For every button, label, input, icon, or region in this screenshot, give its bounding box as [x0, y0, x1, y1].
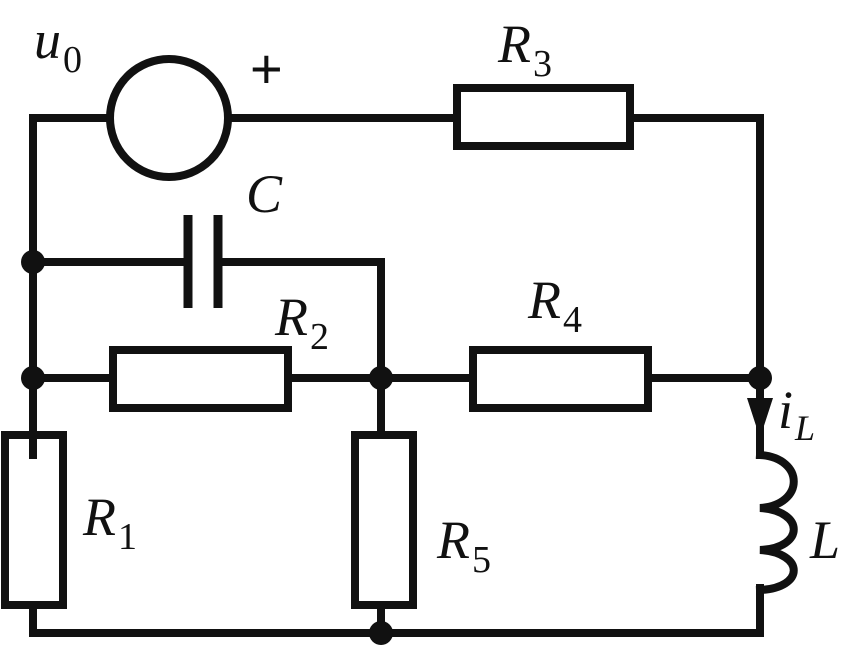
resistor-r2 [109, 346, 292, 412]
label-l: L [809, 510, 840, 570]
resistor-r1 [1, 431, 67, 609]
label-c: C [246, 164, 283, 224]
junction-nodes [21, 250, 772, 645]
capacitor-c [183, 215, 223, 308]
wires [29, 114, 764, 637]
bottom-wire [29, 584, 764, 637]
voltage-source-u0 [106, 55, 232, 181]
label-r4: R4 [527, 270, 582, 341]
node-left-mid [21, 366, 45, 390]
current-arrow-icon [747, 398, 773, 438]
label-r3: R3 [497, 14, 552, 85]
label-il: iL [778, 380, 815, 448]
node-left-cap [21, 250, 45, 274]
label-r5: R5 [436, 510, 491, 581]
label-u0: u0 [34, 10, 82, 81]
resistor-r4 [469, 346, 652, 412]
label-r1: R1 [82, 487, 137, 558]
resistor-r3 [453, 84, 634, 150]
node-center [369, 366, 393, 390]
node-right [748, 366, 772, 390]
top-left-wire [29, 114, 112, 459]
inductor-l [755, 450, 798, 595]
label-plus: + [250, 37, 283, 100]
resistor-r5 [351, 431, 417, 609]
r3-to-right-wire [626, 114, 764, 382]
cap-right-wire [214, 258, 385, 382]
node-bottom [369, 621, 393, 645]
label-r2: R2 [274, 287, 329, 358]
